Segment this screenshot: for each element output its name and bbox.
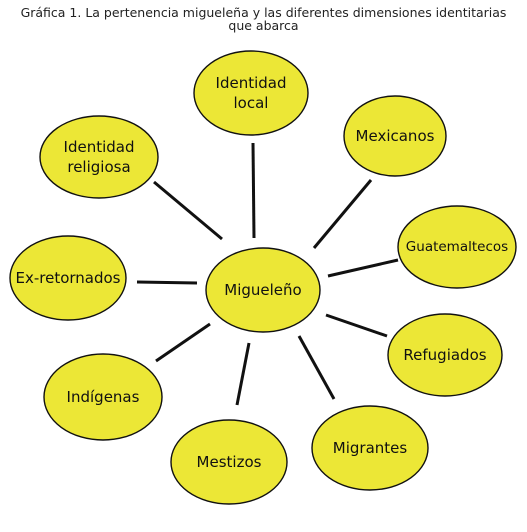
- connector-indigenas: [155, 322, 211, 363]
- node-indigenas-ellipse: [43, 353, 163, 441]
- node-migrantes-ellipse: [311, 405, 429, 491]
- node-refugiados: Refugiados: [387, 313, 503, 397]
- nodes: Migueleño Identidad localMexicanosGuatemal…: [9, 50, 517, 505]
- node-identidad-religiosa: Identidad religiosa: [39, 115, 159, 199]
- node-indigenas-label: Indígenas: [67, 388, 140, 406]
- node-migueleno-ellipse: [205, 247, 321, 333]
- node-mexicanos-label: Mexicanos: [356, 127, 435, 145]
- node-guatemaltecos-ellipse: [397, 205, 517, 289]
- node-indigenas: Indígenas: [43, 353, 163, 441]
- diagram-title: Gráfica 1. La pertenencia migueleña y la…: [20, 5, 507, 33]
- node-mestizos: Mestizos: [170, 419, 288, 505]
- node-mestizos-ellipse: [170, 419, 288, 505]
- connector-refugiados: [325, 313, 388, 338]
- connectors: [136, 142, 399, 406]
- connector-mexicanos: [312, 179, 373, 249]
- node-mexicanos-ellipse: [343, 95, 447, 177]
- node-ex-retornados-ellipse: [9, 235, 127, 321]
- node-identidad-local-label: local: [234, 94, 269, 112]
- connector-mestizos: [235, 342, 251, 406]
- node-guatemaltecos: Guatemaltecos: [397, 205, 517, 289]
- connector-identidad-local: [251, 142, 256, 239]
- node-mestizos-label: Mestizos: [197, 453, 262, 471]
- node-identidad-religiosa-label: religiosa: [67, 158, 130, 176]
- connector-migrantes: [297, 335, 336, 400]
- node-identidad-religiosa-label: Identidad: [64, 138, 135, 156]
- node-migrantes: Migrantes: [311, 405, 429, 491]
- node-refugiados-ellipse: [387, 313, 503, 397]
- node-migueleno: Migueleño: [205, 247, 321, 333]
- connector-guatemaltecos: [327, 258, 399, 278]
- node-ex-retornados-label: Ex-retornados: [15, 269, 120, 287]
- node-guatemaltecos-label: Guatemaltecos: [406, 239, 508, 255]
- node-mexicanos: Mexicanos: [343, 95, 447, 177]
- connector-identidad-religiosa: [153, 180, 223, 241]
- node-refugiados-label: Refugiados: [403, 346, 486, 364]
- node-identidad-local-ellipse: [193, 50, 309, 136]
- connector-ex-retornados: [136, 280, 198, 285]
- node-migueleno-label: Migueleño: [224, 281, 301, 299]
- node-ex-retornados: Ex-retornados: [9, 235, 127, 321]
- node-identidad-religiosa-ellipse: [39, 115, 159, 199]
- node-identidad-local: Identidad local: [193, 50, 309, 136]
- node-migrantes-label: Migrantes: [333, 439, 408, 457]
- node-identidad-local-label: Identidad: [216, 74, 287, 92]
